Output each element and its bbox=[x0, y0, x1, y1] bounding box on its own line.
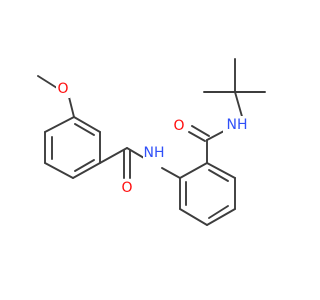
bond-ring1-inner-2 bbox=[74, 159, 95, 172]
molecule-structure-diagram: O O NH O NH bbox=[37, 58, 266, 226]
atom-label-layer: O O NH O NH bbox=[56, 80, 251, 197]
amide-nh-left-label: NH bbox=[144, 145, 165, 161]
amide-nh-left-bg bbox=[143, 144, 167, 162]
methoxy-oxygen-label: O bbox=[57, 81, 68, 97]
bond-nh-ring2 bbox=[161, 167, 181, 179]
bond-carbonyl-o-right-2 bbox=[191, 125, 210, 137]
bond-ring1-inner-3 bbox=[74, 123, 95, 136]
bond-ring1-f bbox=[73, 116, 101, 133]
bond-ring2-inner-3 bbox=[208, 169, 229, 182]
bond-carbonyl-nh-right bbox=[206, 130, 225, 141]
bond-methyl-o bbox=[37, 75, 58, 89]
bond-ring2-e bbox=[206, 162, 236, 179]
bond-ring1-c bbox=[44, 162, 74, 179]
amide-oxygen-right-label: O bbox=[173, 118, 184, 134]
bond-ring2-c bbox=[206, 208, 236, 226]
methoxy-oxygen-bg bbox=[56, 80, 70, 98]
bond-nh-tbutyl bbox=[234, 91, 244, 121]
amide-oxygen-left-label: O bbox=[121, 180, 132, 196]
bond-layer bbox=[37, 58, 266, 226]
bond-carbonyl-o-right-1 bbox=[188, 131, 206, 142]
bond-ring2-b bbox=[179, 208, 208, 226]
amide-oxygen-left-bg bbox=[120, 179, 134, 197]
amide-nh-right-bg bbox=[223, 116, 251, 134]
bond-ring2-inner-2 bbox=[208, 205, 229, 219]
amide-oxygen-right-bg bbox=[172, 117, 186, 135]
bond-ring2-f bbox=[179, 162, 208, 179]
bond-ring1-d bbox=[72, 162, 101, 179]
bond-carbonyl-nh-left bbox=[126, 147, 145, 159]
amide-nh-right-label: NH bbox=[227, 117, 248, 133]
bond-ring1-a bbox=[44, 116, 75, 133]
bond-ring1-carbonyl bbox=[99, 147, 128, 164]
